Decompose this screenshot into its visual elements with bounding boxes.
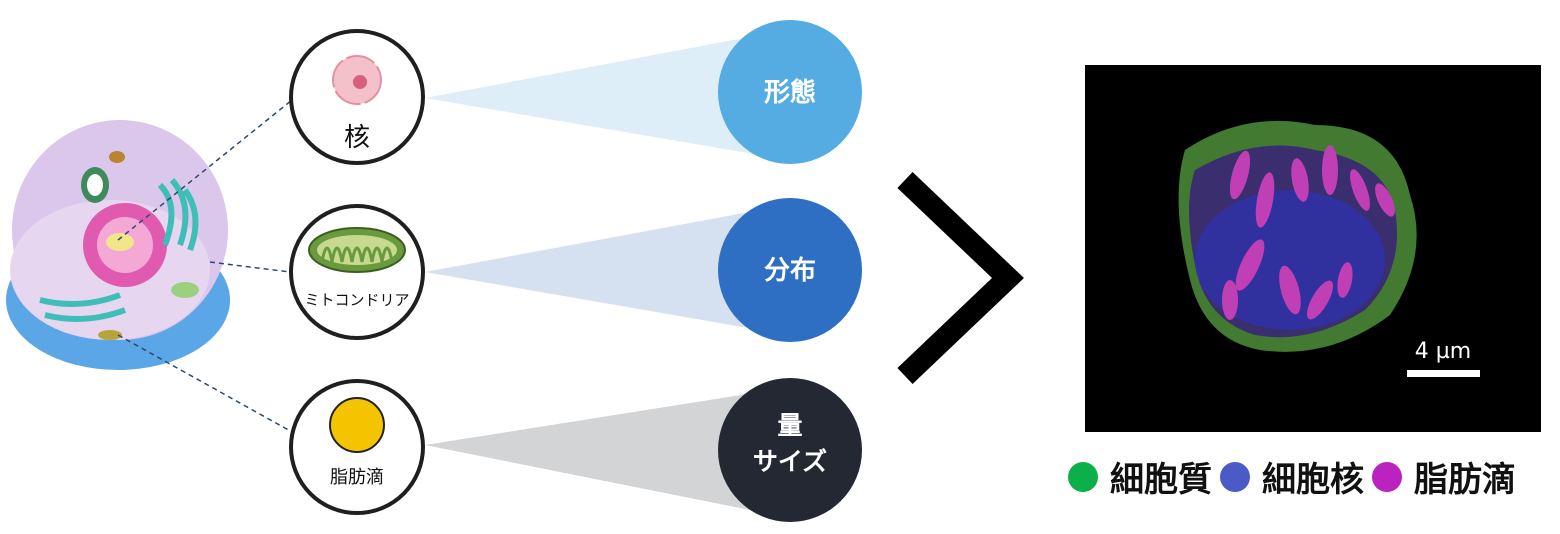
- legend-item-nucleus: 細胞核: [1220, 452, 1364, 501]
- metric-distribution: 分布: [718, 198, 862, 342]
- legend-item-lipid-droplet: 脂肪滴: [1372, 452, 1516, 501]
- legend-label: 細胞質: [1110, 460, 1212, 500]
- svg-text:形態: 形態: [764, 77, 816, 108]
- lipid-droplet-dot-icon: [1372, 461, 1402, 492]
- metric-amount-size: 量 サイズ: [718, 378, 862, 522]
- funnel-lipid: [425, 392, 760, 512]
- chevron-right-icon: [897, 172, 1024, 384]
- cytoplasm-dot-icon: [1068, 461, 1098, 492]
- scale-bar-label: 4 µm: [1415, 339, 1471, 364]
- nucleus-dot-icon: [1220, 461, 1250, 492]
- cell-illustration: [6, 120, 230, 370]
- metric-morphology: 形態: [718, 20, 862, 164]
- svg-text:量: 量: [777, 411, 802, 440]
- feature-label: 脂肪滴: [330, 467, 384, 488]
- feature-label: ミトコンドリア: [304, 291, 409, 309]
- funnel-mitochondria: [425, 210, 760, 330]
- legend-label: 脂肪滴: [1414, 460, 1516, 500]
- mitochondria-icon: [308, 227, 406, 273]
- scale-bar: [1407, 370, 1480, 377]
- feature-lipid-droplet: 脂肪滴: [289, 379, 425, 515]
- funnel-nucleus: [425, 35, 760, 155]
- connector-lines: [117, 99, 293, 433]
- svg-text:分布: 分布: [764, 256, 816, 286]
- svg-text:サイズ: サイズ: [753, 447, 827, 476]
- microscopy-image: 4 µm: [1085, 65, 1541, 432]
- feature-label: 核: [344, 123, 370, 153]
- legend-item-cytoplasm: 細胞質: [1068, 452, 1212, 501]
- lipid-droplet-icon: [329, 397, 385, 453]
- feature-mitochondria: ミトコンドリア: [289, 204, 425, 340]
- legend: 細胞質 細胞核 脂肪滴: [1068, 452, 1524, 501]
- legend-label: 細胞核: [1262, 460, 1364, 500]
- feature-nucleus: 核: [289, 29, 425, 165]
